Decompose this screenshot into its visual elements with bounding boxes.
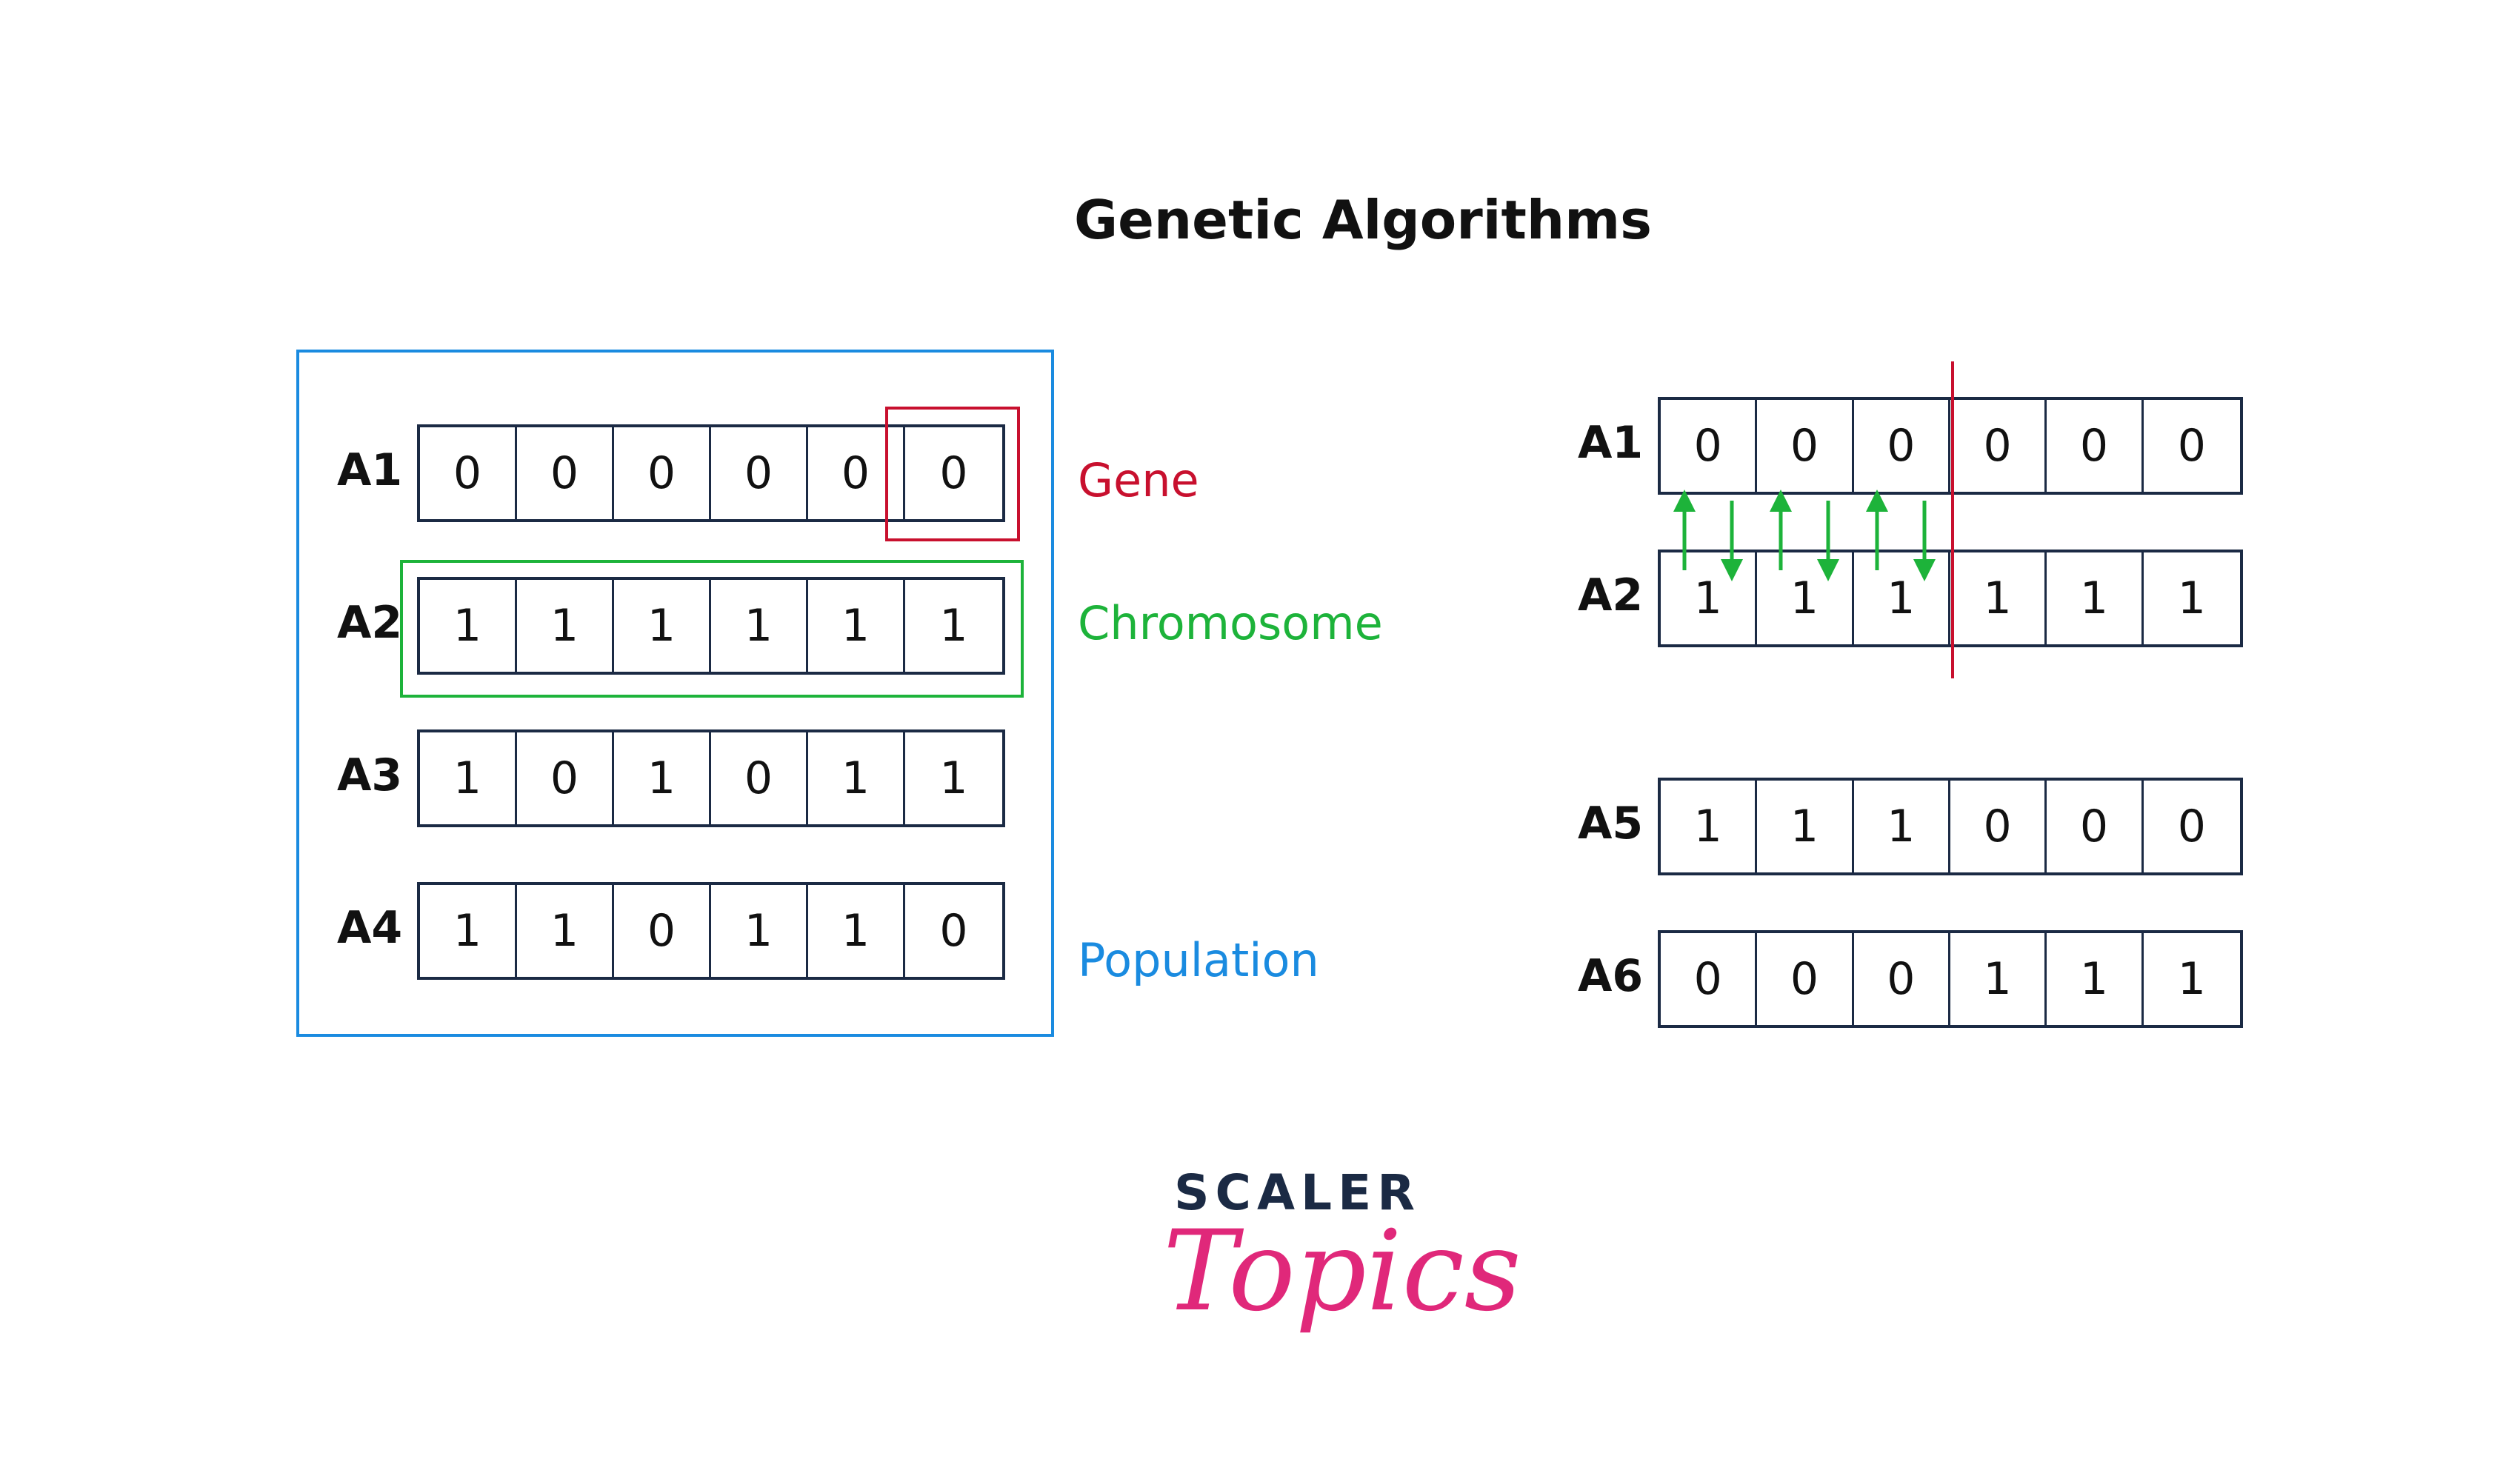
gene-cell: 1 <box>1757 552 1854 644</box>
gene-cell: 0 <box>808 427 905 519</box>
chromosome-row: 1 1 0 1 1 0 <box>417 882 1005 980</box>
row-label: A4 <box>337 902 403 954</box>
gene-cell: 1 <box>420 885 517 977</box>
gene-cell: 1 <box>1950 552 2047 644</box>
gene-annotation: Gene <box>1078 453 1199 507</box>
gene-cell: 0 <box>2047 781 2144 872</box>
chromosome-box <box>400 560 1024 698</box>
gene-cell: 1 <box>1661 781 1758 872</box>
gene-cell: 1 <box>1854 781 1950 872</box>
chromosome-row: 1 0 1 0 1 1 <box>417 729 1005 827</box>
gene-cell: 1 <box>939 752 968 804</box>
logo-wordmark: SCALER <box>1174 1164 1421 1221</box>
gene-cell: 1 <box>420 580 517 672</box>
row-label: A2 <box>1578 570 1644 621</box>
offspring-chromosome: 1 1 1 0 0 0 <box>1658 778 2243 875</box>
gene-cell: 0 <box>614 885 711 977</box>
gene-cell: 0 <box>2177 801 2206 852</box>
gene-cell: 0 <box>939 447 968 499</box>
row-label: A6 <box>1578 950 1644 1002</box>
population-box <box>296 350 1054 1037</box>
gene-cell: 0 <box>711 732 808 824</box>
gene-cell: 1 <box>614 732 711 824</box>
chromosome-annotation: Chromosome <box>1078 596 1383 650</box>
gene-cell: 1 <box>2047 933 2144 1025</box>
gene-cell: 0 <box>420 427 517 519</box>
gene-cell: 0 <box>1661 400 1758 492</box>
gene-cell: 1 <box>808 732 905 824</box>
crossover-graphic <box>1673 361 1954 678</box>
gene-cell: 1 <box>939 600 968 652</box>
parent-chromosome: 1 1 1 1 1 1 <box>1658 550 2243 647</box>
gene-cell: 1 <box>517 885 614 977</box>
gene-cell: 0 <box>517 427 614 519</box>
gene-cell: 0 <box>614 427 711 519</box>
gene-cell: 1 <box>2177 953 2206 1005</box>
gene-cell: 0 <box>939 905 968 957</box>
gene-cell: 1 <box>808 580 905 672</box>
chromosome-row: 0 0 0 0 0 0 <box>417 424 1005 522</box>
gene-cell: 1 <box>1950 933 2047 1025</box>
gene-cell: 1 <box>711 885 808 977</box>
row-label: A1 <box>337 444 403 496</box>
gene-cell: 1 <box>1854 552 1950 644</box>
gene-cell: 1 <box>1757 781 1854 872</box>
gene-cell: 0 <box>2177 420 2206 472</box>
gene-cell: 0 <box>1950 781 2047 872</box>
gene-cell: 0 <box>1950 400 2047 492</box>
gene-cell: 1 <box>614 580 711 672</box>
gene-cell: 0 <box>711 427 808 519</box>
row-label: A2 <box>337 597 403 649</box>
gene-box <box>885 407 1020 541</box>
parent-chromosome: 0 0 0 0 0 0 <box>1658 397 2243 495</box>
diagram-title: Genetic Algorithms <box>1073 189 1652 251</box>
gene-cell: 1 <box>711 580 808 672</box>
gene-cell: 0 <box>1757 400 1854 492</box>
row-label: A3 <box>337 749 403 801</box>
gene-cell: 1 <box>517 580 614 672</box>
chromosome-row: 1 1 1 1 1 1 <box>417 577 1005 675</box>
population-annotation: Population <box>1078 933 1319 987</box>
offspring-chromosome: 0 0 0 1 1 1 <box>1658 930 2243 1028</box>
gene-cell: 0 <box>1854 400 1950 492</box>
row-label: A1 <box>1578 417 1644 469</box>
row-label: A5 <box>1578 798 1644 849</box>
gene-cell: 0 <box>2047 400 2144 492</box>
gene-cell: 1 <box>2047 552 2144 644</box>
gene-cell: 1 <box>1661 552 1758 644</box>
gene-cell: 1 <box>808 885 905 977</box>
gene-cell: 1 <box>2177 572 2206 624</box>
gene-cell: 0 <box>1757 933 1854 1025</box>
gene-cell: 0 <box>1661 933 1758 1025</box>
logo-script: Topics <box>1163 1207 1521 1336</box>
gene-cell: 0 <box>517 732 614 824</box>
gene-cell: 0 <box>1854 933 1950 1025</box>
gene-cell: 1 <box>420 732 517 824</box>
